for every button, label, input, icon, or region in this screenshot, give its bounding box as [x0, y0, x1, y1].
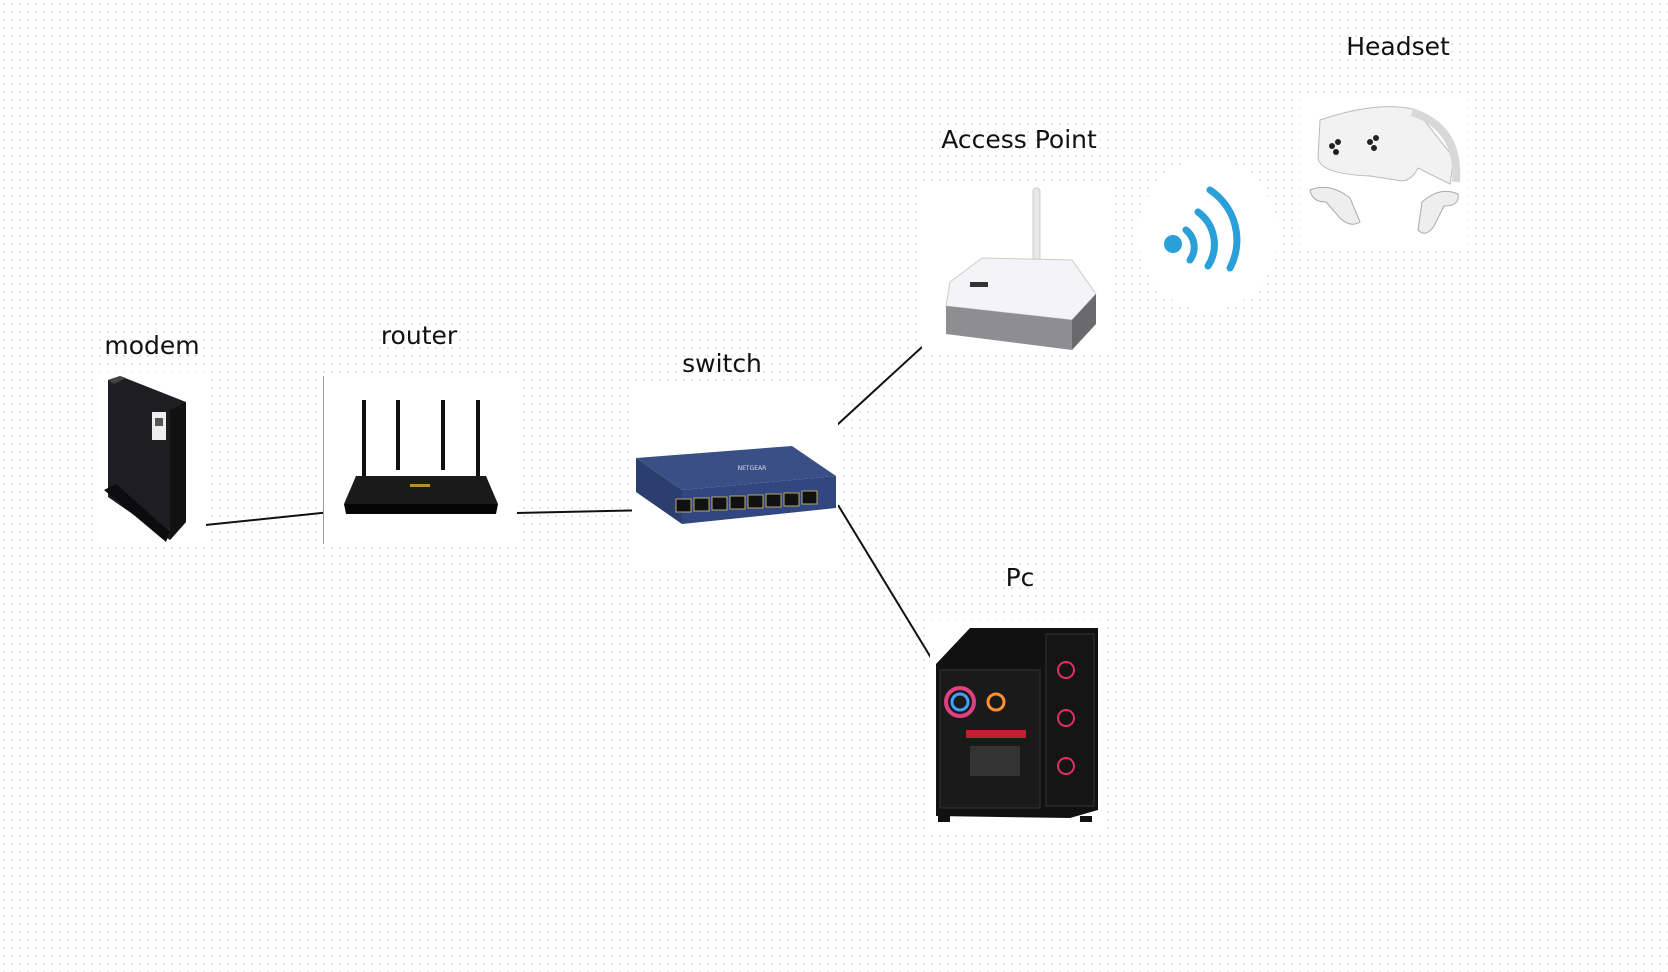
- pc-label: Pc: [1005, 563, 1035, 592]
- headset-node[interactable]: [1300, 98, 1468, 246]
- desktop-pc-icon: [936, 628, 1098, 822]
- modem-label: modem: [104, 331, 200, 360]
- switch-node[interactable]: NETGEAR: [632, 386, 838, 568]
- wireless-link: [1138, 160, 1278, 310]
- access-point-label: Access Point: [941, 125, 1097, 154]
- access-point-icon: [945, 187, 1097, 350]
- access-point-node[interactable]: [922, 182, 1114, 354]
- link-modem-router: [185, 509, 351, 528]
- link-switch-pc: [837, 504, 937, 667]
- router-node[interactable]: [323, 376, 517, 544]
- cable-modem-icon: [104, 376, 186, 542]
- switch-brand-text: NETGEAR: [738, 465, 767, 472]
- modem-node[interactable]: [96, 372, 206, 547]
- wireless-router-icon: [344, 400, 498, 514]
- network-switch-icon: NETGEAR: [636, 446, 836, 524]
- vr-headset-icon: [1309, 106, 1461, 234]
- pc-node[interactable]: [930, 620, 1106, 830]
- headset-label: Headset: [1346, 32, 1450, 61]
- router-label: router: [380, 321, 458, 350]
- wifi-signal-icon: [1164, 186, 1241, 272]
- switch-label: switch: [682, 349, 762, 378]
